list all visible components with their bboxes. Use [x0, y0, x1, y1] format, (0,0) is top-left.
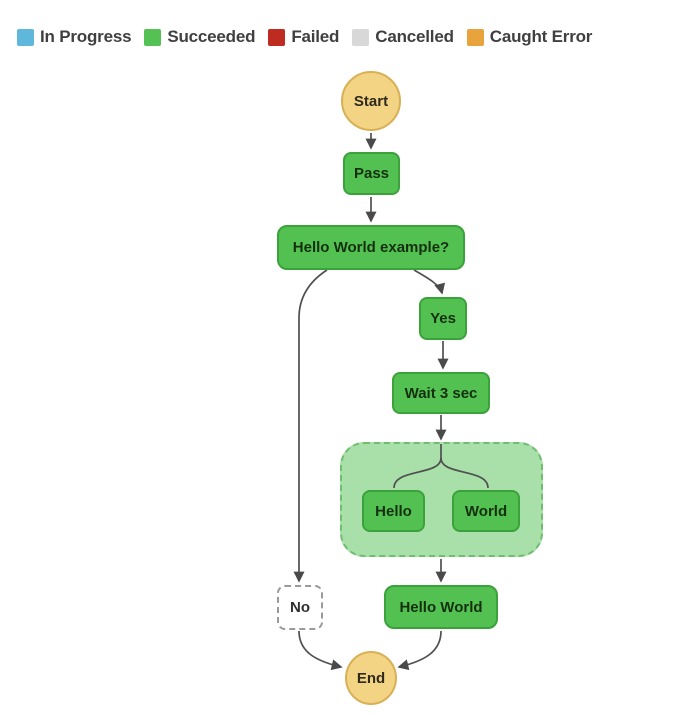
- legend-item-succeeded: Succeeded: [144, 27, 256, 47]
- legend-label-succeeded: Succeeded: [167, 27, 256, 46]
- state-node-no[interactable]: No: [277, 585, 323, 630]
- state-node-choice[interactable]: Hello World example?: [277, 225, 465, 270]
- state-label-pass: Pass: [353, 165, 390, 182]
- state-node-pass[interactable]: Pass: [343, 152, 400, 195]
- state-label-world: World: [464, 502, 508, 520]
- state-label-choice: Hello World example?: [292, 239, 450, 256]
- edge-hello-world-to-end: [397, 630, 442, 671]
- state-node-world[interactable]: World: [452, 490, 520, 532]
- state-label-wait: Wait 3 sec: [404, 384, 478, 402]
- succeeded-swatch-icon: [144, 28, 162, 46]
- state-label-hello: Hello: [375, 502, 412, 520]
- state-node-start[interactable]: Start: [341, 71, 401, 131]
- legend-item-caught-error: Caught Error: [466, 27, 593, 47]
- state-node-yes[interactable]: Yes: [419, 297, 467, 340]
- state-label-end: End: [356, 669, 386, 687]
- state-label-no: No: [290, 599, 310, 616]
- failed-swatch-icon: [268, 28, 286, 46]
- state-node-hello[interactable]: Hello: [362, 490, 425, 532]
- caught-error-swatch-icon: [466, 28, 484, 46]
- legend-label-cancelled: Cancelled: [375, 27, 454, 46]
- legend-item-cancelled: Cancelled: [352, 27, 454, 47]
- state-node-end[interactable]: End: [345, 651, 397, 705]
- status-legend: In Progress Succeeded Failed Cancelled C…: [17, 27, 592, 47]
- legend-item-in-progress: In Progress: [17, 27, 132, 47]
- legend-label-failed: Failed: [291, 27, 340, 46]
- cancelled-swatch-icon: [352, 28, 370, 46]
- legend-label-in-progress: In Progress: [40, 27, 132, 46]
- state-label-yes: Yes: [430, 310, 456, 327]
- legend-label-caught-error: Caught Error: [489, 27, 593, 46]
- edge-choice-to-no: [293, 269, 328, 583]
- in-progress-swatch-icon: [17, 28, 34, 46]
- state-label-hello-world: Hello World: [399, 598, 483, 616]
- state-label-start: Start: [353, 92, 389, 110]
- state-node-hello-world[interactable]: Hello World: [384, 585, 498, 629]
- state-node-wait[interactable]: Wait 3 sec: [392, 372, 490, 414]
- legend-item-failed: Failed: [268, 27, 339, 47]
- edge-choice-to-yes: [413, 269, 446, 295]
- edge-no-to-end: [298, 630, 343, 671]
